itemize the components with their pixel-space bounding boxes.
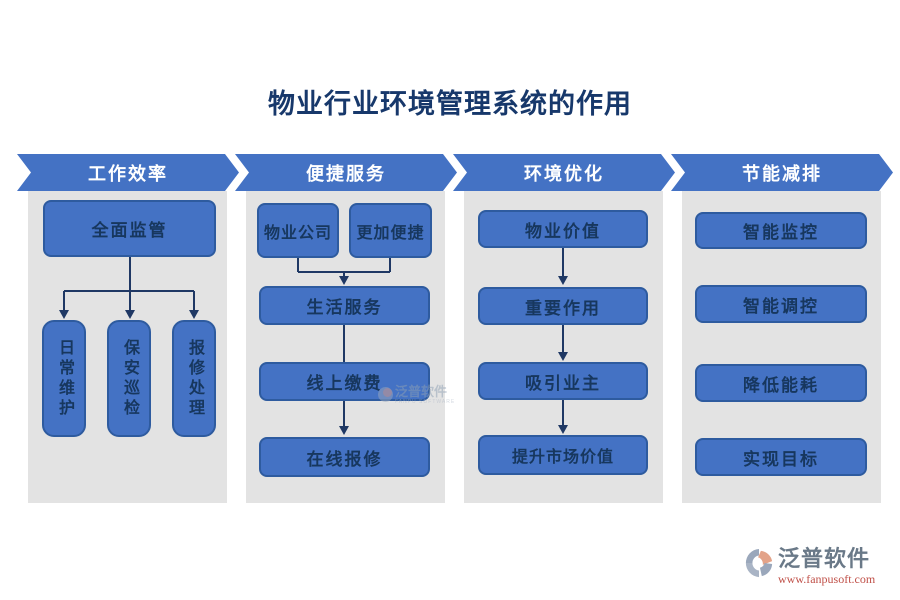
column-header-convenient-service: 便捷服务	[235, 154, 457, 191]
column-header-label: 便捷服务	[306, 163, 386, 184]
node-reduce-energy-consumption: 降低能耗	[695, 364, 867, 402]
column-header-work-efficiency: 工作效率	[17, 154, 239, 191]
node-achieve-goals: 实现目标	[695, 438, 867, 476]
fanpu-logo-icon	[745, 548, 773, 578]
column-header-energy-saving: 节能减排	[671, 154, 893, 191]
node-life-services: 生活服务	[259, 286, 430, 325]
node-increase-market-value: 提升市场价值	[478, 435, 648, 475]
node-attract-owners: 吸引业主	[478, 362, 648, 400]
column-header-label: 工作效率	[88, 163, 168, 184]
logo-name: 泛普软件	[778, 546, 871, 571]
node-repair-handling: 报修处理	[172, 320, 216, 437]
node-online-repair: 在线报修	[259, 437, 430, 477]
watermark-logo-icon	[378, 387, 393, 402]
node-property-company: 物业公司	[257, 203, 339, 258]
fanpu-logo: 泛普软件 www.fanpusoft.com	[744, 548, 875, 585]
node-smart-monitoring: 智能监控	[695, 212, 867, 249]
page-title: 物业行业环境管理系统的作用	[268, 89, 632, 119]
node-smart-regulation: 智能调控	[695, 285, 867, 323]
node-comprehensive-supervision: 全面监管	[43, 200, 216, 257]
watermark-name: 泛普软件	[395, 384, 448, 399]
column-header-label: 节能减排	[742, 163, 822, 184]
node-daily-maintenance: 日常维护	[42, 320, 86, 437]
node-online-payment: 线上缴费	[259, 362, 430, 401]
logo-url: www.fanpusoft.com	[778, 572, 876, 586]
watermark-subtext: FANPU SOFTWARE	[395, 399, 456, 405]
node-property-value: 物业价值	[478, 210, 648, 248]
node-more-convenient: 更加便捷	[349, 203, 432, 258]
node-security-patrol: 保安巡检	[107, 320, 151, 437]
node-important-role: 重要作用	[478, 287, 648, 325]
center-watermark: 泛普软件 FANPU SOFTWARE	[378, 385, 454, 405]
column-header-environment-optimization: 环境优化	[453, 154, 675, 191]
column-header-label: 环境优化	[524, 163, 604, 184]
